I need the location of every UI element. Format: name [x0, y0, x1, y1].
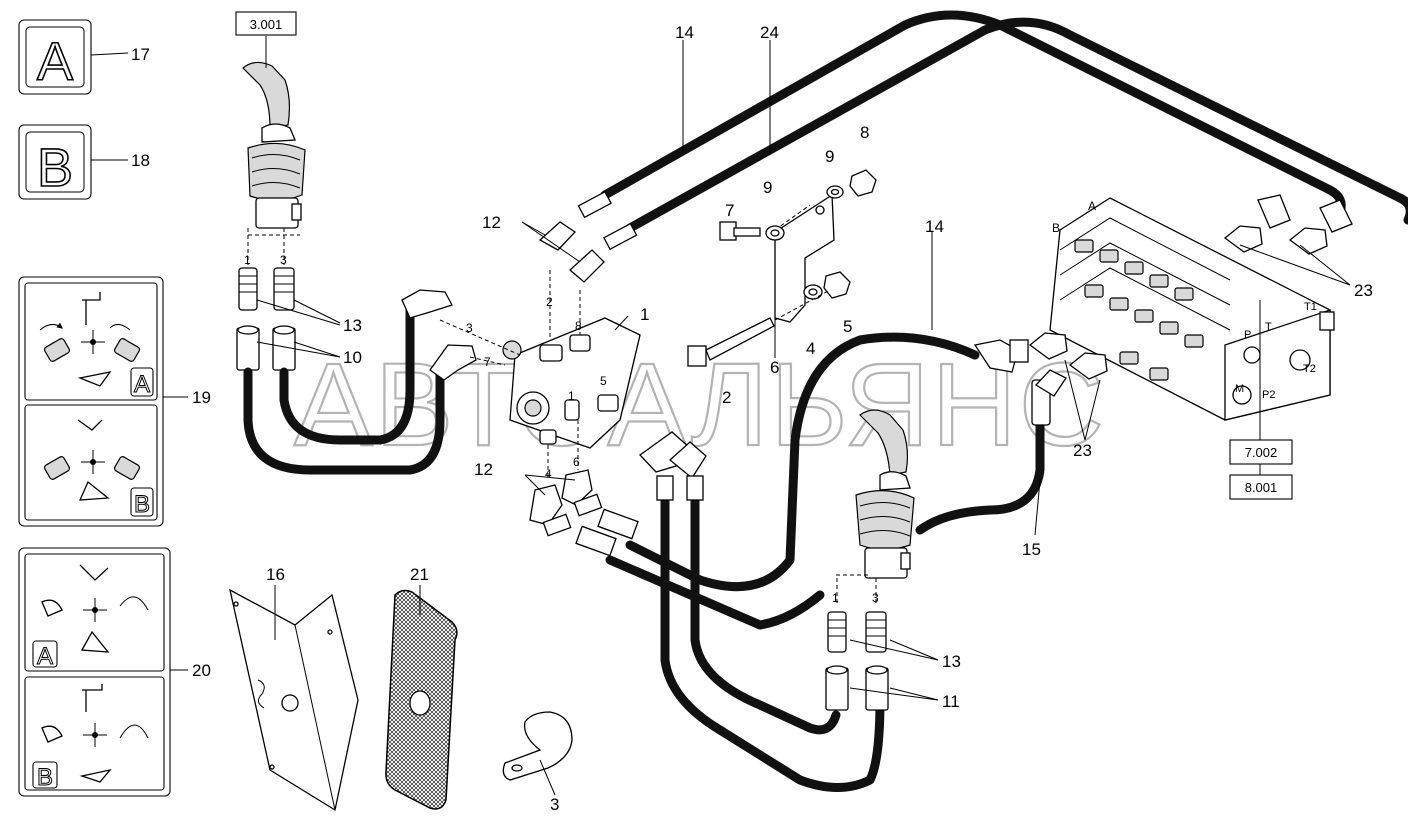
- dash-connection-7-valve: [469, 356, 506, 366]
- ref-box-8001: 8.001: [1229, 474, 1293, 500]
- label-3-clamp: 3: [550, 795, 559, 814]
- label-17: 17: [131, 45, 150, 64]
- svg-text:7: 7: [484, 355, 491, 369]
- decal-a-letter: A: [37, 32, 73, 92]
- ref-box-7002: 7.002: [1229, 439, 1293, 465]
- clamp-3: [502, 711, 573, 781]
- label-24: 24: [760, 23, 779, 42]
- svg-text:T: T: [1265, 321, 1272, 333]
- svg-text:7.002: 7.002: [1245, 445, 1278, 460]
- fittings-23-upper: [1223, 194, 1353, 255]
- svg-text:4: 4: [545, 467, 552, 481]
- label-23-lower: 23: [1073, 441, 1092, 460]
- svg-text:1: 1: [832, 591, 839, 605]
- hose-24-upper: [625, 17, 1408, 233]
- fittings-13-left: [238, 267, 295, 311]
- svg-text:M: M: [1235, 383, 1244, 395]
- label-21: 21: [410, 565, 429, 584]
- svg-text:T1: T1: [1304, 301, 1317, 313]
- joystick-right: [836, 409, 915, 579]
- svg-text:6: 6: [573, 455, 580, 469]
- joystick-left: [242, 61, 306, 236]
- label-14-lower: 14: [925, 217, 944, 236]
- svg-text:1: 1: [568, 389, 575, 403]
- label-5: 5: [843, 317, 852, 336]
- label-9-lower: 9: [763, 178, 772, 197]
- fittings-13-right: [827, 611, 887, 653]
- valve-block-1: [502, 317, 641, 449]
- decal-panel-19: A B: [18, 276, 164, 527]
- decal-19-a-letter: A: [134, 371, 150, 398]
- mat-21: [385, 589, 458, 810]
- label-18: 18: [131, 151, 150, 170]
- hose-14-lower-fittings: [973, 339, 1029, 373]
- svg-text:B: B: [1052, 221, 1060, 235]
- label-1: 1: [640, 305, 649, 324]
- port-labels: 1 3 1 3 3 7 2 8 1 5 4 6 A B T1 T P T2 M …: [244, 199, 1317, 605]
- fittings-12-lower: [529, 469, 639, 557]
- label-20: 20: [192, 661, 211, 680]
- decal-20-lower-pictogram: [41, 684, 149, 783]
- decal-b: B: [18, 124, 92, 200]
- label-13-right: 13: [942, 652, 961, 671]
- decal-19-upper-pictogram: [39, 292, 141, 387]
- label-6-bracket: 6: [770, 358, 779, 377]
- fittings-23-lower: [1028, 332, 1108, 380]
- svg-text:P: P: [1244, 329, 1251, 341]
- svg-text:3: 3: [280, 253, 287, 267]
- dash-connection-3-valve: [439, 319, 521, 356]
- label-12-lower: 12: [474, 460, 493, 479]
- shield-16: [229, 588, 359, 812]
- bolt-2: [687, 317, 775, 367]
- svg-text:T2: T2: [1303, 363, 1316, 375]
- svg-text:3: 3: [466, 321, 473, 335]
- svg-text:2: 2: [546, 295, 553, 309]
- svg-text:P2: P2: [1262, 389, 1275, 401]
- fittings-10-left: [236, 325, 296, 371]
- svg-text:3.001: 3.001: [250, 17, 283, 32]
- svg-text:1: 1: [244, 253, 251, 267]
- part-labels: 17 18 19 20 13 10 12 12 14 24 8 9 9 7 1 …: [131, 23, 1373, 814]
- label-8: 8: [860, 123, 869, 142]
- hose-end-fittings-upper: [538, 190, 638, 283]
- washer-9-upper: [765, 185, 844, 241]
- label-7: 7: [725, 201, 734, 220]
- decal-20-a-letter: A: [37, 643, 53, 670]
- decal-panel-20: A B: [18, 547, 171, 797]
- decal-a: A: [18, 19, 92, 95]
- label-4-bolt: 4: [806, 339, 815, 358]
- label-10: 10: [343, 348, 362, 367]
- svg-text:3: 3: [872, 591, 879, 605]
- hoses-left-joystick: [243, 289, 477, 475]
- hoses-middle: [605, 332, 980, 792]
- svg-text:8.001: 8.001: [1245, 480, 1278, 495]
- label-13-left: 13: [343, 316, 362, 335]
- label-11: 11: [942, 692, 960, 711]
- decal-b-letter: B: [37, 138, 73, 198]
- label-14-upper: 14: [675, 23, 694, 42]
- decal-20-upper-pictogram: [41, 564, 149, 653]
- leader-lines: [90, 36, 1351, 796]
- bolt-7: [719, 221, 761, 241]
- label-2-bolt: 2: [722, 388, 731, 407]
- svg-text:A: A: [1088, 199, 1096, 213]
- label-16: 16: [266, 565, 285, 584]
- decal-20-b-letter: B: [37, 764, 53, 791]
- label-12-upper: 12: [482, 213, 501, 232]
- label-19: 19: [192, 388, 211, 407]
- label-15: 15: [1022, 540, 1041, 559]
- bracket-6: [774, 193, 835, 323]
- fittings-11-right: [825, 665, 889, 711]
- label-9-upper: 9: [825, 147, 834, 166]
- decal-19-lower-pictogram: [43, 419, 141, 501]
- washer-4-nut-5: [774, 271, 851, 321]
- decal-19-b-letter: B: [134, 491, 150, 518]
- nut-8: [849, 169, 877, 197]
- svg-text:5: 5: [600, 374, 607, 388]
- svg-text:8: 8: [575, 319, 582, 333]
- hose-15: [915, 369, 1067, 535]
- label-23-upper: 23: [1354, 281, 1373, 300]
- ref-box-3001: 3.001: [235, 11, 297, 36]
